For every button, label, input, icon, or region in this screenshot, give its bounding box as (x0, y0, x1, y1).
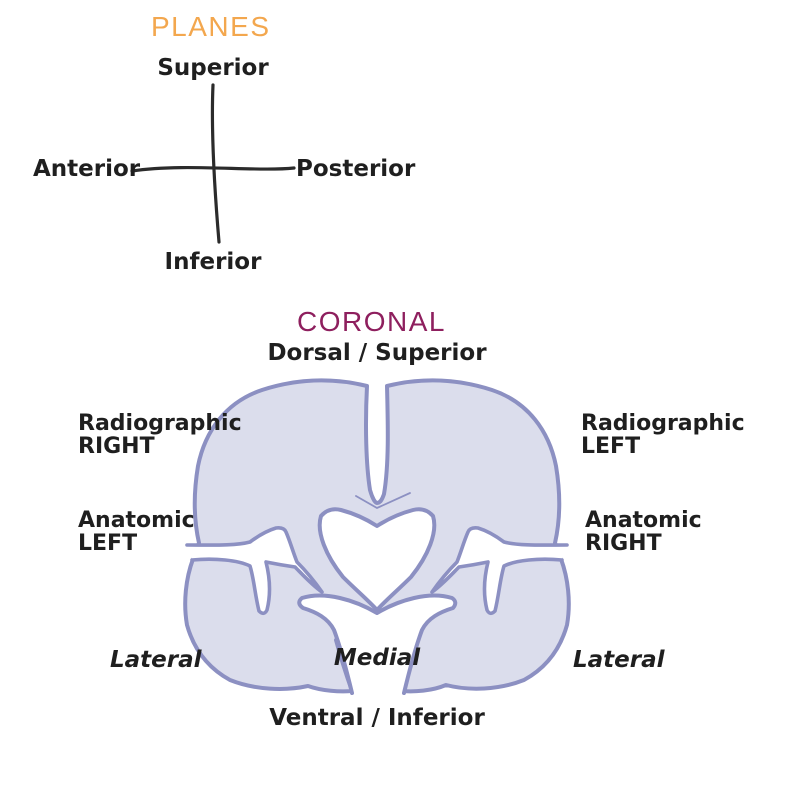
lateral-sulcus-left-stroke (185, 526, 324, 616)
fissure-arrow-icon (355, 492, 411, 510)
label-line: Radiographic (581, 411, 745, 436)
planes-title: PLANES (151, 11, 271, 42)
coronal-label-ventral-inferior: Ventral / Inferior (269, 705, 485, 731)
axis-label-posterior: Posterior (296, 156, 416, 182)
axis-label-inferior: Inferior (164, 249, 262, 275)
axis-label-superior: Superior (157, 55, 269, 81)
label-radiographic-left: Radiographic LEFT (581, 412, 745, 458)
label-radiographic-right: Radiographic RIGHT (78, 412, 242, 458)
cross-vertical-line (210, 83, 221, 244)
label-line: LEFT (581, 434, 641, 459)
ventricle-wings-fill (299, 595, 456, 693)
label-line: Radiographic (78, 411, 242, 436)
planes-cross (130, 83, 296, 244)
label-line: LEFT (78, 531, 138, 556)
label-line: RIGHT (585, 531, 662, 556)
coronal-title: CORONAL (297, 306, 446, 337)
label-line: RIGHT (78, 434, 155, 459)
coronal-label-dorsal-superior: Dorsal / Superior (267, 340, 487, 366)
ventricle-wings-stroke (297, 593, 458, 695)
cross-horizontal-line (130, 165, 296, 173)
coronal-brain-drawing (183, 378, 571, 701)
axis-label-anterior: Anterior (33, 156, 141, 182)
channel-bottom-opening (355, 689, 401, 701)
label-line: Anatomic (585, 508, 702, 533)
label-anatomic-right: Anatomic RIGHT (585, 509, 702, 555)
label-medial: Medial (333, 645, 421, 671)
label-lateral-left: Lateral (110, 647, 202, 673)
lateral-sulcus-left-fill (187, 527, 322, 614)
label-lateral-right: Lateral (573, 647, 665, 673)
lateral-sulcus-right-stroke (430, 526, 569, 616)
ventricle-funnel (317, 507, 437, 612)
label-line: Anatomic (78, 508, 195, 533)
lateral-sulcus-right-fill (432, 527, 567, 614)
label-anatomic-left: Anatomic LEFT (78, 509, 195, 555)
